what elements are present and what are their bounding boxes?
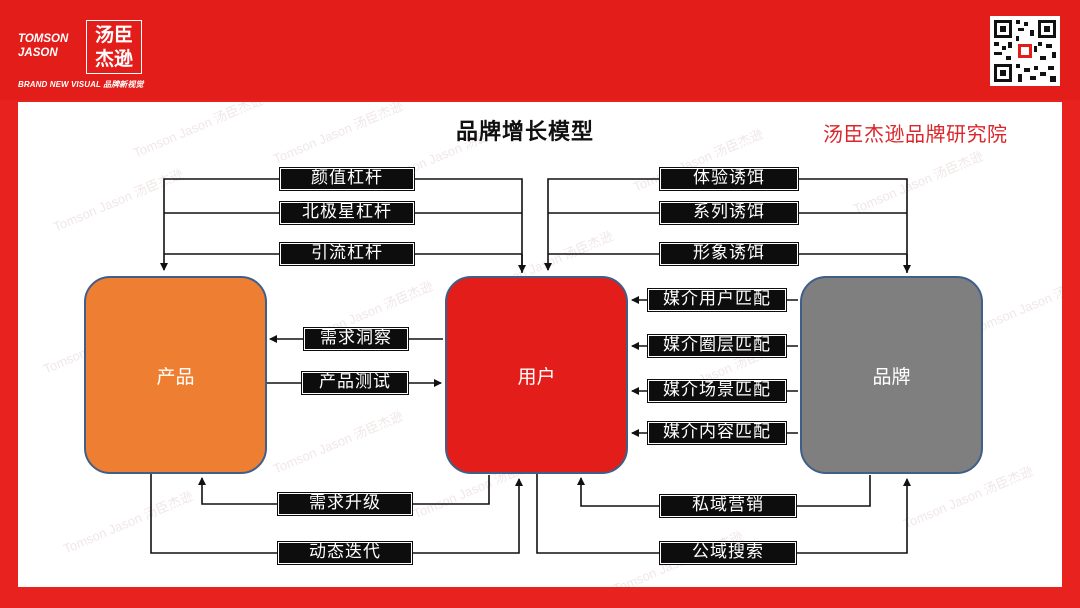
- label-traffic-lever: 引流杠杆: [279, 242, 415, 266]
- user-node: 用户: [445, 276, 628, 474]
- label-media-content-match: 媒介内容匹配: [647, 421, 787, 445]
- logo-en-line2: JASON: [18, 47, 58, 59]
- logo-cn-line1: 汤臣: [94, 24, 133, 46]
- institute-name: 汤臣杰逊品牌研究院: [823, 122, 1008, 146]
- brand-node: 品牌: [800, 276, 983, 474]
- label-experience-bait: 体验诱饵: [659, 167, 799, 191]
- label-demand-insight: 需求洞察: [303, 327, 409, 351]
- product-node: 产品: [84, 276, 267, 474]
- label-looks-lever: 颜值杠杆: [279, 167, 415, 191]
- label-product-test: 产品测试: [301, 371, 409, 395]
- header-bar: TOMSON JASON 汤臣 杰逊 BRAND NEW VISUAL 品牌新视…: [0, 0, 1080, 100]
- logo-tagline: BRAND NEW VISUAL 品牌新视觉: [18, 80, 144, 89]
- diagram-panel: Tomson Jason 汤臣杰逊 Tomson Jason 汤臣杰逊 Toms…: [18, 102, 1062, 587]
- logo-en-line1: TOMSON: [18, 33, 69, 45]
- diagram-title: 品牌增长模型: [456, 120, 595, 145]
- label-image-bait: 形象诱饵: [659, 242, 799, 266]
- label-demand-upgrade: 需求升级: [277, 492, 413, 516]
- label-series-bait: 系列诱饵: [659, 201, 799, 225]
- qr-code-icon: [990, 16, 1060, 86]
- label-media-circle-match: 媒介圈层匹配: [647, 334, 787, 358]
- label-private-marketing: 私域营销: [659, 494, 797, 518]
- label-public-search: 公域搜索: [659, 541, 797, 565]
- label-media-user-match: 媒介用户匹配: [647, 288, 787, 312]
- logo-english: TOMSON JASON: [18, 32, 78, 60]
- company-logo: TOMSON JASON 汤臣 杰逊: [18, 16, 142, 76]
- logo-chinese: 汤臣 杰逊: [86, 20, 142, 74]
- label-dynamic-iteration: 动态迭代: [277, 541, 413, 565]
- label-north-star-lever: 北极星杠杆: [279, 201, 415, 225]
- label-media-scene-match: 媒介场景匹配: [647, 379, 787, 403]
- logo-cn-line2: 杰逊: [94, 48, 133, 70]
